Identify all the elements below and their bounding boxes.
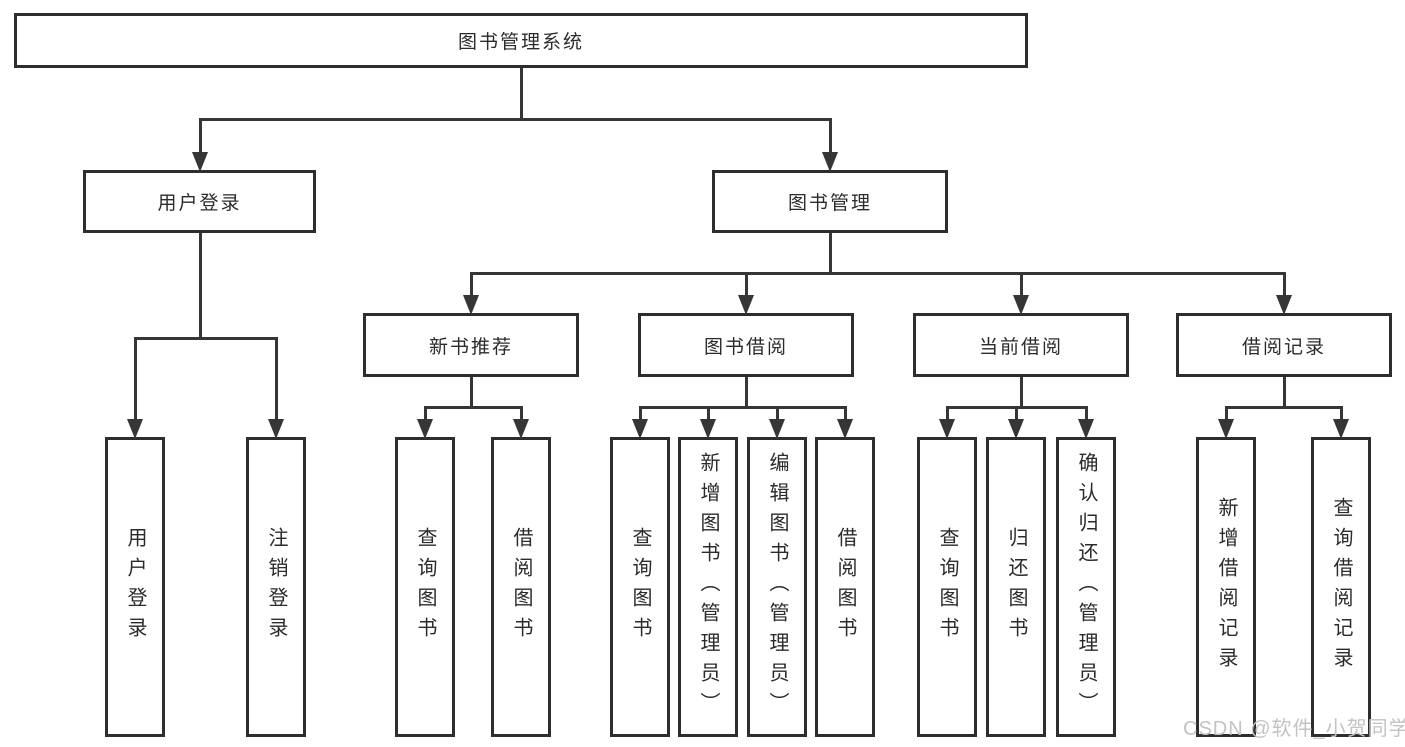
connector-bar-book-mgmt bbox=[470, 272, 1286, 275]
arrowhead-records-query-record bbox=[1333, 419, 1349, 439]
watermark: CSDN @软件_小贺同学 bbox=[1183, 718, 1405, 740]
arrowhead-book-borrow bbox=[738, 295, 754, 315]
connector-drop-current-query-book bbox=[946, 406, 949, 419]
arrowhead-rec-borrow-book bbox=[513, 419, 529, 439]
node-records-query-record: 查询借阅记录 bbox=[1311, 437, 1371, 737]
connector-stem-borrow-records bbox=[1283, 377, 1286, 409]
node-rec-query-book: 查询图书 bbox=[395, 437, 455, 737]
node-label-current-return-book: 归还图书 bbox=[1005, 527, 1027, 647]
node-logout-leaf: 注销登录 bbox=[246, 437, 306, 737]
connector-drop-user-login-leaf bbox=[134, 337, 137, 419]
node-rec-borrow-book: 借阅图书 bbox=[491, 437, 551, 737]
node-label-rec-borrow-book: 借阅图书 bbox=[510, 527, 532, 647]
connector-stem-book-borrow bbox=[745, 377, 748, 409]
connector-drop-rec-query-book bbox=[424, 406, 427, 419]
arrowhead-logout-leaf bbox=[268, 419, 284, 439]
node-label-current-query-book: 查询图书 bbox=[936, 527, 958, 647]
connector-drop-rec-borrow-book bbox=[520, 406, 523, 419]
connector-drop-borrow-edit-book bbox=[776, 406, 779, 419]
connector-bar-book-borrow bbox=[639, 406, 847, 409]
node-label-current-borrow: 当前借阅 bbox=[978, 336, 1063, 358]
node-current-return-book: 归还图书 bbox=[986, 437, 1046, 737]
node-label-root: 图书管理系统 bbox=[457, 32, 584, 53]
connector-drop-user-login bbox=[199, 118, 202, 152]
connector-stem-root bbox=[520, 68, 523, 121]
connector-drop-book-mgmt bbox=[829, 118, 832, 152]
node-label-borrow-add-book: 新增图书（管理员） bbox=[697, 452, 719, 722]
node-borrow-query-book: 查询图书 bbox=[610, 437, 670, 737]
node-label-rec-query-book: 查询图书 bbox=[414, 527, 436, 647]
arrowhead-records-add-record bbox=[1218, 419, 1234, 439]
connector-stem-user-login bbox=[199, 233, 202, 340]
connector-bar-user-login bbox=[134, 337, 278, 340]
node-label-logout-leaf: 注销登录 bbox=[265, 527, 287, 647]
connector-stem-current-borrow bbox=[1020, 377, 1023, 409]
arrowhead-borrow-records bbox=[1276, 295, 1292, 315]
connector-drop-new-book-rec bbox=[470, 272, 473, 295]
node-label-new-book-rec: 新书推荐 bbox=[428, 336, 513, 358]
connector-bar-new-book-rec bbox=[424, 406, 523, 409]
arrowhead-book-mgmt bbox=[822, 152, 838, 172]
connector-drop-borrow-records bbox=[1283, 272, 1286, 295]
node-label-user-login-leaf: 用户登录 bbox=[124, 527, 146, 647]
arrowhead-borrow-query-book bbox=[632, 419, 648, 439]
node-new-book-rec: 新书推荐 bbox=[363, 313, 579, 377]
arrowhead-borrow-edit-book bbox=[769, 419, 785, 439]
node-book-borrow: 图书借阅 bbox=[638, 313, 854, 377]
node-records-add-record: 新增借阅记录 bbox=[1196, 437, 1256, 737]
connector-drop-records-query-record bbox=[1340, 406, 1343, 419]
node-user-login-leaf: 用户登录 bbox=[105, 437, 165, 737]
node-label-borrow-query-book: 查询图书 bbox=[629, 527, 651, 647]
arrowhead-current-query-book bbox=[939, 419, 955, 439]
node-borrow-add-book: 新增图书（管理员） bbox=[678, 437, 738, 737]
arrowhead-new-book-rec bbox=[463, 295, 479, 315]
node-current-confirm-return: 确认归还（管理员） bbox=[1056, 437, 1116, 737]
arrowhead-borrow-borrow-book bbox=[837, 419, 853, 439]
connector-stem-book-mgmt bbox=[829, 233, 832, 275]
connector-drop-logout-leaf bbox=[275, 337, 278, 419]
node-label-user-login: 用户登录 bbox=[157, 193, 242, 214]
node-label-records-add-record: 新增借阅记录 bbox=[1215, 497, 1237, 677]
arrowhead-current-confirm-return bbox=[1078, 419, 1094, 439]
node-borrow-edit-book: 编辑图书（管理员） bbox=[747, 437, 807, 737]
connector-drop-borrow-add-book bbox=[707, 406, 710, 419]
node-current-query-book: 查询图书 bbox=[917, 437, 977, 737]
connector-bar-root bbox=[199, 118, 832, 121]
node-label-current-confirm-return: 确认归还（管理员） bbox=[1075, 452, 1097, 722]
node-label-borrow-edit-book: 编辑图书（管理员） bbox=[766, 452, 788, 722]
node-label-book-mgmt: 图书管理 bbox=[787, 193, 872, 214]
connector-bar-borrow-records bbox=[1225, 406, 1343, 409]
connector-drop-records-add-record bbox=[1225, 406, 1228, 419]
arrowhead-rec-query-book bbox=[417, 419, 433, 439]
connector-drop-current-borrow bbox=[1020, 272, 1023, 295]
connector-drop-current-confirm-return bbox=[1085, 406, 1088, 419]
node-label-book-borrow: 图书借阅 bbox=[703, 336, 788, 358]
node-current-borrow: 当前借阅 bbox=[913, 313, 1129, 377]
node-root: 图书管理系统 bbox=[14, 13, 1028, 68]
arrowhead-user-login bbox=[192, 152, 208, 172]
connector-stem-new-book-rec bbox=[470, 377, 473, 409]
node-label-records-query-record: 查询借阅记录 bbox=[1330, 497, 1352, 677]
node-label-borrow-records: 借阅记录 bbox=[1241, 336, 1326, 358]
node-label-borrow-borrow-book: 借阅图书 bbox=[834, 527, 856, 647]
node-user-login: 用户登录 bbox=[83, 170, 316, 233]
arrowhead-user-login-leaf bbox=[127, 419, 143, 439]
connector-drop-book-borrow bbox=[745, 272, 748, 295]
arrowhead-current-return-book bbox=[1008, 419, 1024, 439]
arrowhead-borrow-add-book bbox=[700, 419, 716, 439]
connector-drop-borrow-borrow-book bbox=[844, 406, 847, 419]
connector-drop-borrow-query-book bbox=[639, 406, 642, 419]
node-book-mgmt: 图书管理 bbox=[712, 170, 948, 233]
node-borrow-borrow-book: 借阅图书 bbox=[815, 437, 875, 737]
connector-drop-current-return-book bbox=[1015, 406, 1018, 419]
node-borrow-records: 借阅记录 bbox=[1176, 313, 1392, 377]
arrowhead-current-borrow bbox=[1013, 295, 1029, 315]
